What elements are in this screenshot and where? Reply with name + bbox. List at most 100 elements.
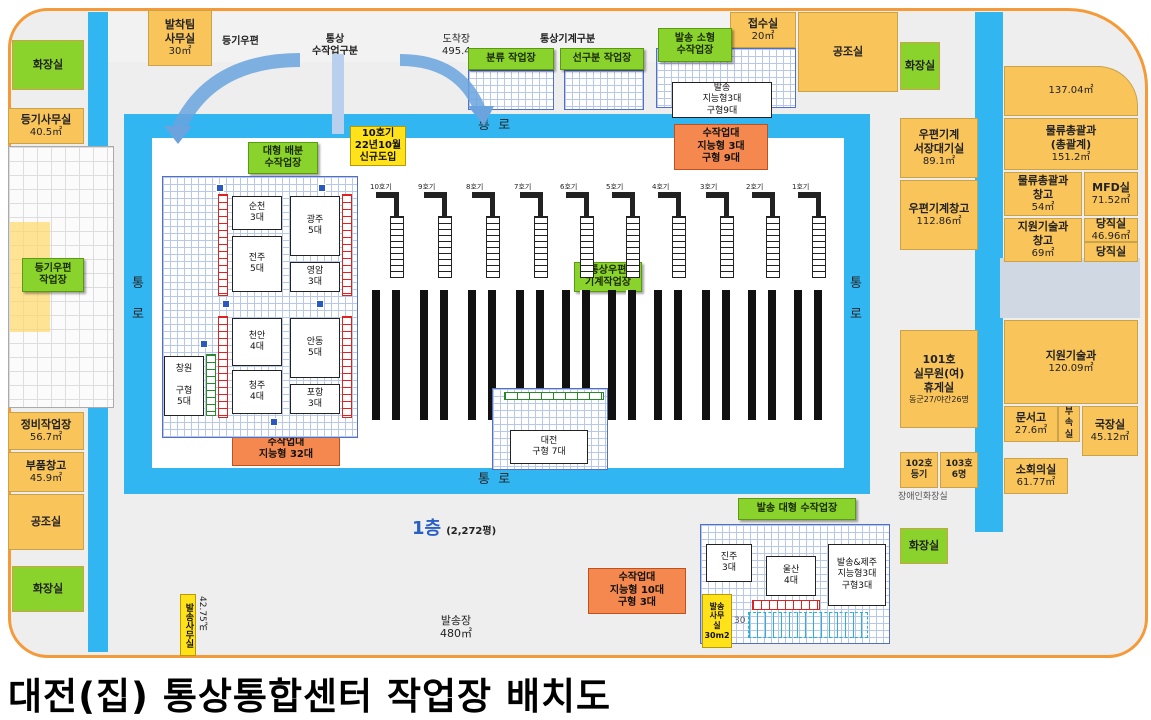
dispatch-team-office: 발착팀 사무실 30㎡ — [148, 10, 212, 66]
marker — [318, 184, 326, 192]
presort-work-tag: 선구분 작업장 — [560, 48, 644, 70]
marker — [222, 300, 230, 308]
machine-conveyor — [654, 290, 662, 420]
director-office: 국장실 45.12㎡ — [1082, 406, 1138, 456]
dispatch-jeju: 발송&제주 지능형3대 구형3대 — [828, 544, 886, 606]
machine-conveyor — [562, 290, 570, 420]
disabled-restroom-label: 장애인화장실 — [898, 492, 948, 502]
machine-stacker — [486, 216, 500, 278]
workstation-cheonan: 천안 4대 — [232, 318, 282, 366]
machine-stacker — [580, 216, 594, 278]
registered-work-tag: 등기우편 작업장 — [22, 258, 84, 292]
right-hallway-horizontal — [1000, 258, 1140, 318]
support-tech-division: 지원기술과 120.09㎡ — [1004, 320, 1138, 404]
machine-conveyor — [626, 290, 636, 420]
machine-label: 8호기 — [466, 183, 484, 191]
machine-conveyor — [702, 290, 710, 420]
machine-conveyor — [748, 290, 756, 420]
support-tech-warehouse: 지원기술과 창고 69㎡ — [1004, 218, 1082, 262]
sorting-machine: 4호기 — [652, 183, 690, 430]
green-bin-row — [504, 392, 604, 400]
manual-station-top-tag: 수작업대 지능형 3대 구형 9대 — [674, 124, 768, 170]
machine-feeder — [424, 192, 446, 198]
workstation-cheongju: 청주 4대 — [232, 370, 282, 414]
sorting-machine: 5호기 — [606, 183, 644, 430]
machine-label: 6호기 — [560, 183, 578, 191]
corridor-right-label: 통 로 — [850, 276, 862, 323]
red-bin-column — [342, 194, 352, 296]
reception-room: 접수실 20㎡ — [730, 12, 796, 48]
machine-stem — [394, 192, 399, 216]
workstation-changwon: 창원 구형 5대 — [164, 356, 204, 416]
workstation-gwangju: 광주 5대 — [290, 196, 340, 256]
marker — [216, 184, 224, 192]
machine-conveyor — [372, 290, 380, 420]
sorting-machine: 2호기 — [746, 183, 784, 430]
red-bin-column — [342, 316, 352, 418]
machine-10-new-tag: 10호기 22년10월 신규도입 — [350, 126, 406, 166]
red-bin-row — [752, 600, 820, 610]
machine-stem — [538, 192, 543, 216]
marker — [316, 300, 324, 308]
green-bin-column — [206, 354, 216, 416]
machine-feeder — [612, 192, 634, 198]
red-bin-column — [218, 194, 228, 296]
duty-room-2: 당직실 — [1084, 242, 1138, 262]
machine-sort-label: 통상기계구분 — [540, 34, 596, 45]
sorting-machine: 1호기 — [792, 183, 830, 430]
registered-office: 등기사무실 40.5㎡ — [8, 108, 84, 144]
machine-label: 3호기 — [700, 183, 718, 191]
machine-stacker — [720, 216, 734, 278]
machine-stacker — [626, 216, 640, 278]
machine-stem — [676, 192, 681, 216]
logistics-warehouse: 물류총괄과 창고 54㎡ — [1004, 172, 1082, 216]
sorting-machine: 6호기 — [560, 183, 598, 430]
manual-sort-label: 통상 수작업구분 — [312, 34, 358, 57]
machine-feeder — [472, 192, 494, 198]
mfd-room: MFD실 71.52㎡ — [1084, 172, 1138, 216]
machine-stem — [584, 192, 589, 216]
restroom-right-top: 화장실 — [900, 42, 940, 90]
dispatch-jinju: 진주 3대 — [706, 544, 752, 582]
dispatch-small-tag: 발송 소형 수작업장 — [658, 28, 732, 62]
document-storage: 문서고 27.6㎡ — [1004, 406, 1058, 442]
machine-feeder — [706, 192, 728, 198]
machine-stacker — [534, 216, 548, 278]
dispatch-office-left: 발송사무실 — [180, 594, 196, 656]
machine-stacker — [672, 216, 686, 278]
room-102: 102호 등기 — [900, 452, 938, 488]
machine-label: 2호기 — [746, 183, 764, 191]
dispatch-ulsan: 울산 4대 — [766, 556, 816, 596]
dispatch-area-right-number: 30 — [734, 616, 746, 626]
sorting-work-grid — [468, 70, 554, 110]
registered-mail-label: 등기우편 — [222, 36, 259, 47]
machine-stacker — [812, 216, 826, 278]
presort-work-grid — [564, 70, 644, 110]
maintenance-workshop: 정비작업장 56.7㎡ — [8, 412, 84, 450]
machine-label: 10호기 — [370, 183, 392, 191]
machine-conveyor — [580, 290, 590, 420]
arrival-yard-label: 도착장 495.4 — [442, 34, 471, 57]
machine-stacker — [766, 216, 780, 278]
red-bin-column — [218, 316, 228, 418]
right-hallway — [975, 12, 1003, 532]
machine-conveyor — [420, 290, 428, 420]
workstation-pohang: 포항 3대 — [290, 384, 340, 414]
sorting-machine: 7호기 — [514, 183, 552, 430]
machine-conveyor — [438, 290, 448, 420]
machine-feeder — [376, 192, 398, 198]
machine-feeder — [658, 192, 680, 198]
sub-room: 부 속 실 — [1058, 406, 1080, 442]
workstation-andong: 안동 5대 — [290, 318, 340, 378]
postal-machine-waiting: 우편기계 서장대기실 89.1㎡ — [900, 118, 978, 178]
machine-conveyor — [720, 290, 730, 420]
machine-conveyor — [516, 290, 524, 420]
sorting-machine: 9호기 — [418, 183, 456, 430]
machine-stem — [490, 192, 495, 216]
machine-stacker — [390, 216, 404, 278]
machine-label: 4호기 — [652, 183, 670, 191]
restroom-left-bottom: 화장실 — [12, 566, 84, 612]
machine-label: 7호기 — [514, 183, 532, 191]
workstation-jeonju: 전주 5대 — [232, 236, 282, 292]
